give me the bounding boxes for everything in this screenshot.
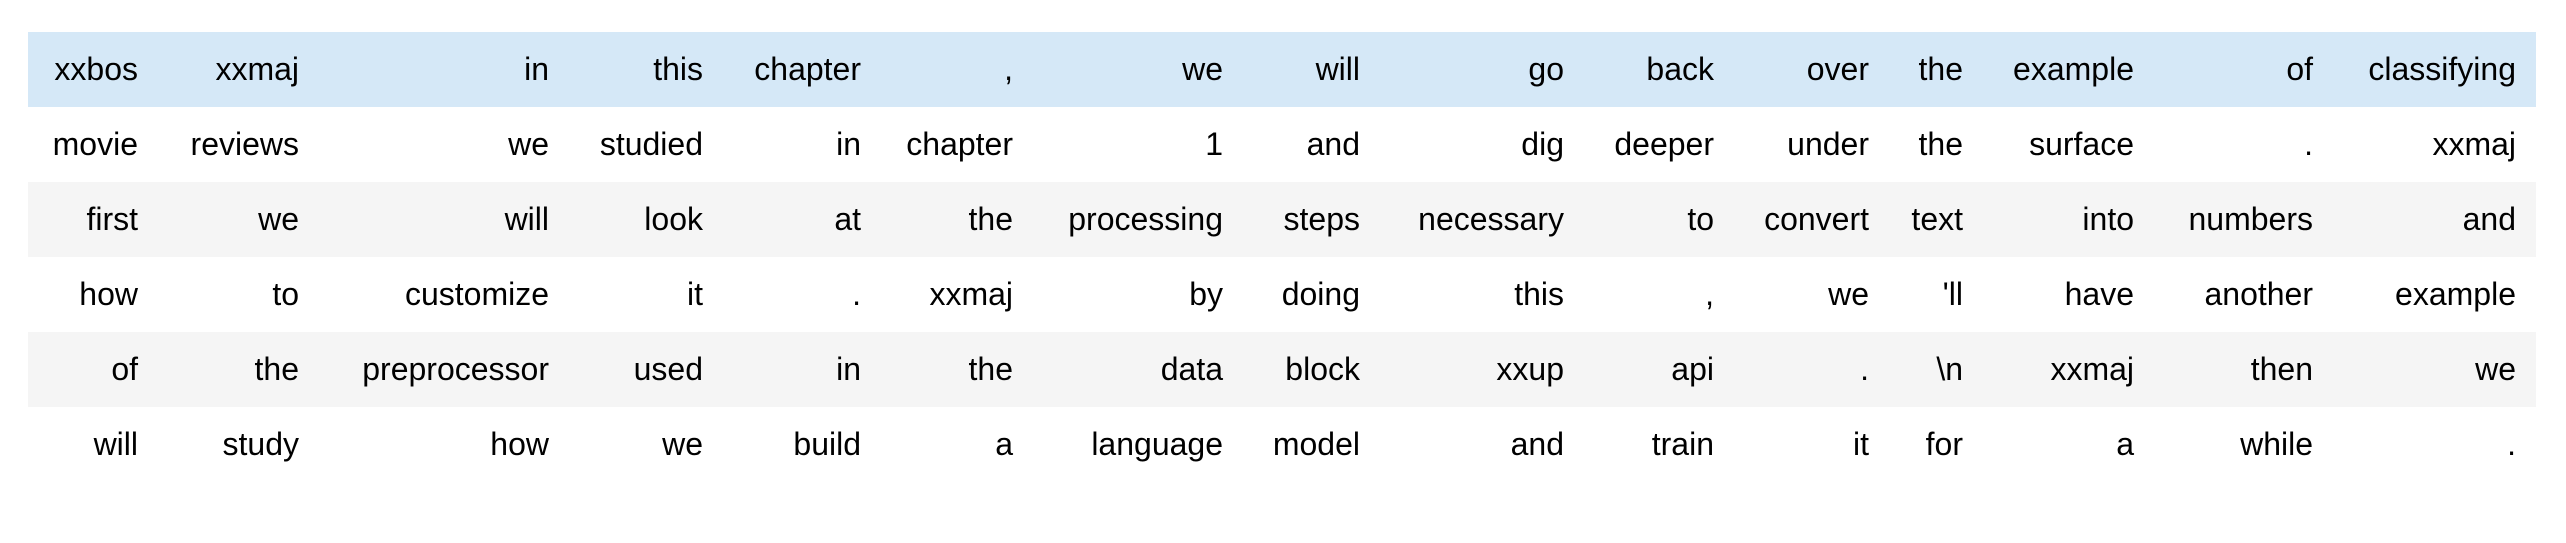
token-cell: reviews [190,126,299,162]
token-cell: build [793,426,861,462]
token-cell: we [508,126,549,162]
token-cell: customize [404,276,549,312]
token-cell: a [2116,426,2134,462]
token-cell: into [1983,182,2154,257]
token-cell: preprocessor [319,332,569,407]
table-row-4: how to customize it. xxmaj by doing this, we 'll h… [28,257,2536,332]
token-cell: deeper [1614,126,1714,162]
token-cell: back [1584,32,1734,107]
token-cell: for [1925,426,1963,462]
token-cell: doing [1281,276,1360,312]
token-cell: and [1306,126,1360,162]
token-cell: xxmaj [1983,332,2154,407]
token-cell: convert [1734,182,1889,257]
token-cell: and [2333,182,2536,257]
token-cell: the [158,332,319,407]
token-cell: train [1651,426,1714,462]
token-cell: have [2064,276,2134,312]
token-cell: look [569,182,723,257]
token-cell: example [1983,32,2154,107]
token-cell: , [1705,276,1714,312]
token-cell: how [79,276,138,312]
token-cell: api [1584,332,1734,407]
token-cell: classifying [2333,32,2536,107]
token-cell: it [687,276,703,312]
token-cell: dig [1521,126,1564,162]
token-cell: and [1510,426,1564,462]
token-cell: surface [2029,126,2134,162]
token-cell: we [1033,32,1243,107]
token-cell: numbers [2154,182,2333,257]
token-cell: under [1787,126,1869,162]
token-cell: chapter [723,32,881,107]
token-cell: in [723,332,881,407]
token-cell: of [28,332,158,407]
token-cell: used [569,332,723,407]
token-cell: text [1889,182,1983,257]
token-cell: this [569,32,723,107]
token-cell: model [1272,426,1360,462]
token-cell: processing [1033,182,1243,257]
token-cell: language [1091,426,1223,462]
token-cell: the [881,332,1033,407]
token-cell: at [723,182,881,257]
token-cell: . [2304,126,2313,162]
token-cell: movie [52,126,138,162]
token-cell: xxmaj [2432,126,2516,162]
token-cell: will [1243,32,1380,107]
token-cell: in [319,32,569,107]
token-cell: we [1828,276,1869,312]
token-cell: \n [1889,332,1983,407]
token-cell: xxbos [28,32,158,107]
token-cell: will [319,182,569,257]
token-cell: while [2240,426,2313,462]
token-cell: block [1243,332,1380,407]
token-cell: to [272,276,299,312]
token-cell: another [2204,276,2313,312]
token-cell: this [1514,276,1564,312]
token-cell: data [1033,332,1243,407]
token-cell: xxup [1380,332,1584,407]
token-cell: study [222,426,299,462]
table-row-6: will study how we build a language model and trai… [28,407,2536,482]
token-cell: how [490,426,549,462]
token-cell: a [995,426,1013,462]
token-cell: first [28,182,158,257]
token-cell: the [1889,32,1983,107]
token-cell: go [1380,32,1584,107]
token-cell: we [2333,332,2536,407]
token-cell: it [1853,426,1869,462]
token-cell: 'll [1942,276,1963,312]
token-cell: studied [599,126,703,162]
token-cell: , [881,32,1033,107]
token-cell: the [881,182,1033,257]
token-cell: we [662,426,703,462]
token-cell: of [2154,32,2333,107]
token-cell: example [2395,276,2516,312]
token-cell: necessary [1380,182,1584,257]
token-cell: then [2154,332,2333,407]
token-cell: . [2507,426,2516,462]
token-cell: in [836,126,861,162]
token-cell: . [852,276,861,312]
token-cell: 1 [1205,126,1223,162]
token-cell: xxmaj [929,276,1013,312]
token-cell: chapter [906,126,1013,162]
token-cell: . [1734,332,1889,407]
token-cell: will [93,426,138,462]
token-cell: by [1189,276,1223,312]
table-row-2: movie reviews we studied in chapter 1 and dig dee… [28,107,2536,182]
token-cell: over [1734,32,1889,107]
token-cell: steps [1243,182,1380,257]
token-cell: xxmaj [158,32,319,107]
token-cell: we [158,182,319,257]
token-cell: to [1584,182,1734,257]
token-cell: the [1918,126,1963,162]
